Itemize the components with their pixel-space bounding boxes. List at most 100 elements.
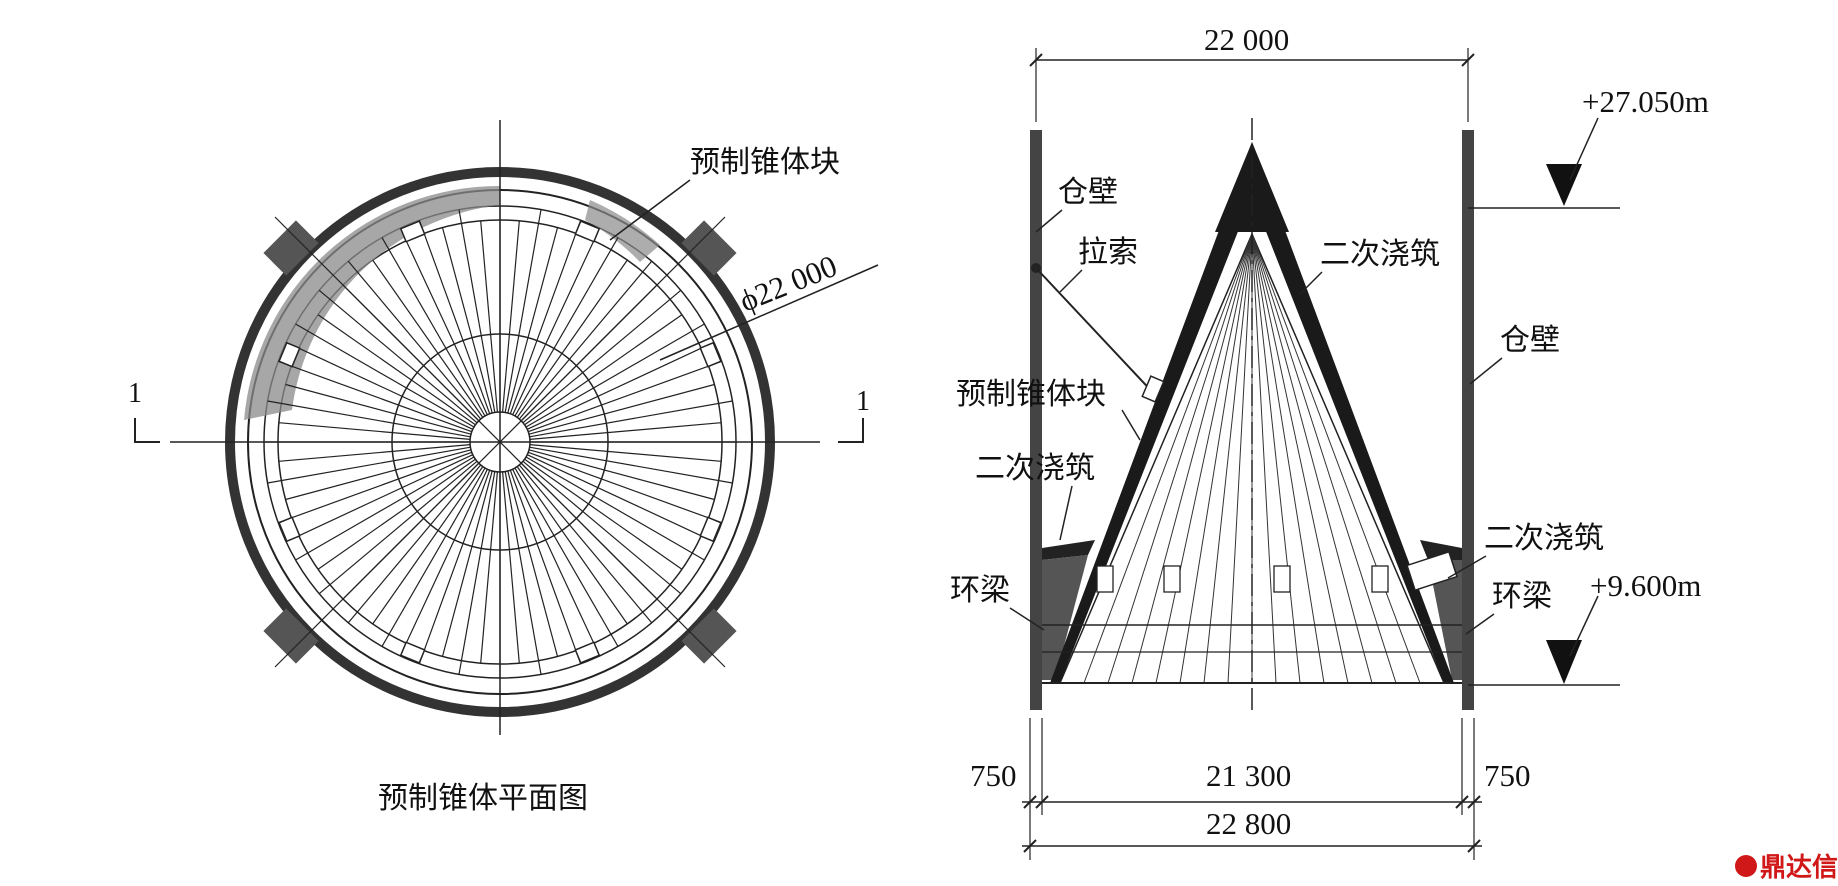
plan-ray (529, 400, 733, 438)
elev-bottom-label: +9.600m (1590, 568, 1701, 603)
leader-cable (1059, 269, 1083, 293)
leader-pour-right (1447, 555, 1487, 579)
plan-buttress-sw (263, 608, 319, 664)
plan-caption: 预制锥体平面图 (378, 781, 588, 816)
plan-ray (278, 444, 471, 462)
label-cable: 拉索 (1078, 235, 1138, 270)
cone-tab (1096, 565, 1114, 593)
plan-ray (514, 467, 619, 647)
section-ring-beam-left (1042, 555, 1088, 680)
plan-ray (441, 227, 493, 414)
dim-tick-1 (1023, 795, 1037, 809)
plan-ray (529, 444, 722, 462)
plan-ray (525, 456, 705, 561)
plan-ray (318, 289, 478, 424)
dim-tick-3 (1455, 795, 1469, 809)
cone-line (1251, 233, 1397, 684)
dim-tick-2 (1035, 795, 1049, 809)
label-wall-left: 仓壁 (1058, 175, 1118, 210)
leader-block (1121, 409, 1141, 441)
plan-ray (502, 220, 520, 413)
plan-anchor-tab (699, 516, 722, 543)
plan-anchor-tab (574, 220, 601, 243)
leader-pour-left (1059, 485, 1073, 541)
plan-ray (526, 454, 702, 537)
elev-top-label: +27.050m (1582, 84, 1709, 119)
plan-ray (317, 458, 476, 570)
plan-ray (441, 470, 493, 657)
section-wall-right (1462, 130, 1474, 710)
plan-buttress-nw (263, 220, 319, 276)
section-ring-beam-right (1428, 560, 1462, 680)
cone-line (1251, 233, 1349, 684)
plan-ray (418, 219, 491, 415)
dim-tick-5 (1023, 839, 1037, 853)
plan-ray (480, 220, 498, 413)
plan-ray (347, 464, 482, 624)
plan-ray (405, 240, 488, 416)
cone-line (1251, 233, 1301, 684)
dim-top-tick-right (1461, 53, 1475, 67)
plan-ray (529, 422, 722, 440)
plan-buttress-ne (681, 220, 737, 276)
plan-anchor-tabs (278, 220, 722, 664)
plan-ray (381, 237, 486, 417)
section-pour-right (1420, 540, 1462, 560)
plan-anchor-tab (399, 641, 426, 664)
label-pour-right: 二次浇筑 (1484, 521, 1604, 556)
plan-ray (458, 471, 496, 675)
cone-line (1227, 233, 1253, 684)
plan-ray (298, 347, 474, 430)
plan-ray (267, 446, 471, 484)
dim-wall-left-label: 750 (970, 758, 1017, 793)
label-pour-left: 二次浇筑 (975, 451, 1095, 486)
plan-ray (458, 209, 496, 413)
section-wall-left (1030, 130, 1042, 710)
section-cable-block (1141, 375, 1165, 403)
plan-axis-diagonal-2 (274, 216, 726, 668)
watermark-text: 鼎达信 (1760, 853, 1838, 883)
plan-ray (480, 471, 498, 664)
elev-bottom-leader (1569, 595, 1599, 657)
plan-ray (509, 469, 582, 665)
plan-ray (295, 456, 475, 561)
cone-line (1083, 233, 1253, 684)
label-ring-left: 环梁 (950, 573, 1010, 608)
plan-ray (277, 451, 473, 524)
dim-tick-6 (1467, 839, 1481, 853)
plan-ray (514, 237, 619, 417)
plan-label-block: 预制锥体块 (690, 145, 840, 180)
leader-pour-top-right (1299, 271, 1323, 295)
elev-top-marker (1546, 164, 1582, 206)
plan-ray (522, 460, 682, 595)
cone-tab (1273, 565, 1291, 593)
plan-ray (504, 471, 542, 675)
plan-ray (509, 219, 582, 415)
plan-ray (504, 209, 542, 413)
plan-anchor-tab (399, 220, 426, 243)
plan-ray (528, 383, 715, 435)
plan-ray (418, 469, 491, 665)
cone-line (1107, 233, 1253, 684)
plan-view: 1 1 预制锥体块 ϕ22 000 预制锥体平面图 (128, 120, 879, 816)
plan-ray (381, 467, 486, 647)
dim-inner-label: 21 300 (1206, 758, 1291, 793)
section-marker-right (838, 418, 864, 443)
cone-tab (1163, 565, 1181, 593)
cone-line (1179, 233, 1253, 684)
plan-ray (527, 451, 723, 524)
plan-ray (518, 260, 653, 420)
section-cone-lines (1083, 233, 1421, 684)
section-cable-anchor (1031, 263, 1041, 273)
plan-ray (372, 259, 484, 418)
plan-ray (405, 468, 488, 644)
elev-bottom-marker (1546, 640, 1582, 684)
plan-ray (526, 347, 702, 430)
plan-ray (516, 466, 628, 625)
dim-top-label: 22 000 (1204, 22, 1289, 57)
plan-anchor-tab (278, 516, 301, 543)
watermark-logo: 鼎达信 (1735, 853, 1838, 883)
plan-ray (285, 383, 472, 435)
plan-ray (295, 323, 475, 428)
